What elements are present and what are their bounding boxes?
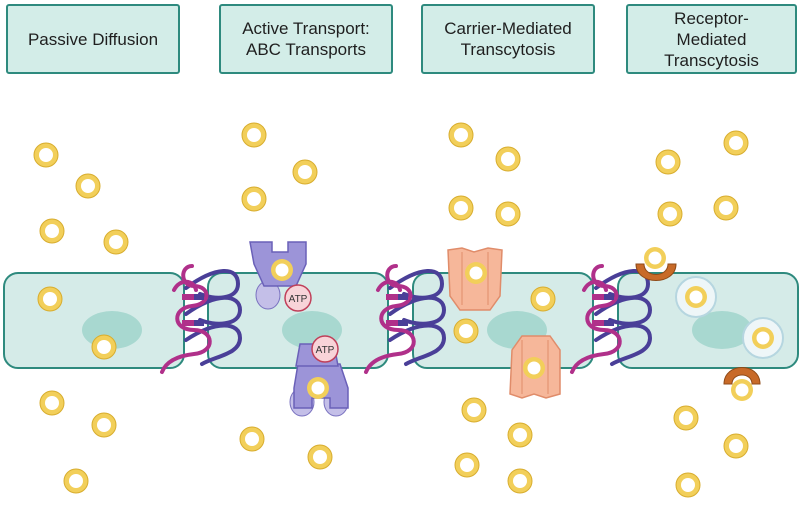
vesicle-2	[742, 317, 784, 359]
molecule	[91, 412, 117, 438]
molecule	[63, 468, 89, 494]
molecule	[655, 149, 681, 175]
atp-label-top: ATP	[289, 294, 308, 305]
molecule	[33, 142, 59, 168]
molecule	[307, 444, 333, 470]
molecule	[461, 397, 487, 423]
molecule	[292, 159, 318, 185]
molecule	[448, 195, 474, 221]
molecule	[37, 286, 63, 312]
header-passive-diffusion: Passive Diffusion	[6, 4, 180, 74]
molecule	[103, 229, 129, 255]
molecule	[495, 201, 521, 227]
molecule	[454, 452, 480, 478]
atp-label-bottom: ATP	[316, 345, 335, 356]
molecule	[39, 390, 65, 416]
nucleus-4	[692, 311, 752, 349]
abc-transporter-top: ATP	[249, 241, 312, 312]
molecule	[657, 201, 683, 227]
molecule	[723, 130, 749, 156]
carrier-protein-top	[447, 247, 503, 311]
molecule	[530, 286, 556, 312]
molecule	[507, 422, 533, 448]
molecule	[241, 186, 267, 212]
molecule	[675, 472, 701, 498]
molecule	[713, 195, 739, 221]
receptor-bottom	[723, 367, 761, 401]
molecule	[39, 218, 65, 244]
header-active-transport: Active Transport: ABC Transports	[219, 4, 393, 74]
molecule	[239, 426, 265, 452]
header-receptor-mediated: Receptor- Mediated Transcytosis	[626, 4, 797, 74]
molecule	[453, 318, 479, 344]
receptor-top	[635, 247, 677, 281]
vesicle-1	[675, 276, 717, 318]
molecule	[507, 468, 533, 494]
carrier-protein-bottom	[509, 335, 561, 399]
molecule	[91, 334, 117, 360]
molecule	[75, 173, 101, 199]
molecule	[241, 122, 267, 148]
header-carrier-mediated: Carrier-Mediated Transcytosis	[421, 4, 595, 74]
abc-transporter-bottom: ATP	[289, 335, 349, 417]
molecule	[723, 433, 749, 459]
molecule	[448, 122, 474, 148]
molecule	[673, 405, 699, 431]
molecule	[495, 146, 521, 172]
